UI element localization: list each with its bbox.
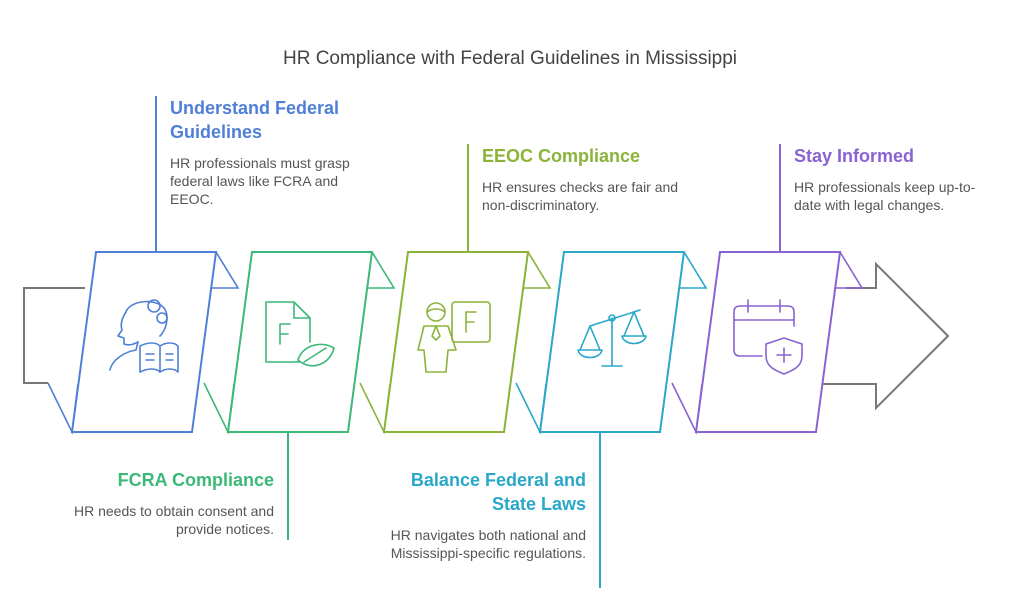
step-title: Understand Federal Guidelines bbox=[170, 98, 340, 142]
balance-scale-icon bbox=[577, 309, 647, 367]
person-reading-book-icon bbox=[109, 299, 179, 373]
document-with-leaf-icon bbox=[265, 301, 335, 367]
step-title: Stay Informed bbox=[794, 146, 915, 166]
step-panel-understand bbox=[47, 251, 240, 435]
step-title: Balance Federal and State Laws bbox=[410, 470, 586, 514]
step-panel-informed bbox=[671, 251, 864, 435]
person-with-document-icon bbox=[417, 301, 491, 373]
step-description: HR ensures checks are fair and non-discr… bbox=[482, 179, 679, 213]
diagram-title: HR Compliance with Federal Guidelines in… bbox=[282, 48, 738, 69]
arrow-head bbox=[822, 261, 950, 411]
step-description: HR professionals keep up-to-date with le… bbox=[794, 179, 976, 213]
step-title: FCRA Compliance bbox=[117, 470, 274, 490]
calendar-shield-icon bbox=[733, 299, 803, 375]
arrow-tail bbox=[23, 287, 85, 384]
step-title: EEOC Compliance bbox=[482, 146, 641, 166]
step-fcra-compliance: FCRA Compliance HR needs to obtain conse… bbox=[60, 468, 274, 538]
step-eeoc-compliance: EEOC Compliance HR ensures checks are fa… bbox=[482, 144, 682, 214]
step-balance-federal-state-laws: Balance Federal and State Laws HR naviga… bbox=[380, 468, 586, 562]
step-description: HR navigates both national and Mississip… bbox=[390, 527, 586, 561]
step-panel-fcra bbox=[203, 251, 396, 435]
step-description: HR needs to obtain consent and provide n… bbox=[73, 503, 274, 537]
step-understand-federal-guidelines: Understand Federal Guidelines HR profess… bbox=[170, 96, 370, 208]
step-stay-informed: Stay Informed HR professionals keep up-t… bbox=[794, 144, 994, 214]
step-description: HR professionals must grasp federal laws… bbox=[170, 155, 350, 207]
